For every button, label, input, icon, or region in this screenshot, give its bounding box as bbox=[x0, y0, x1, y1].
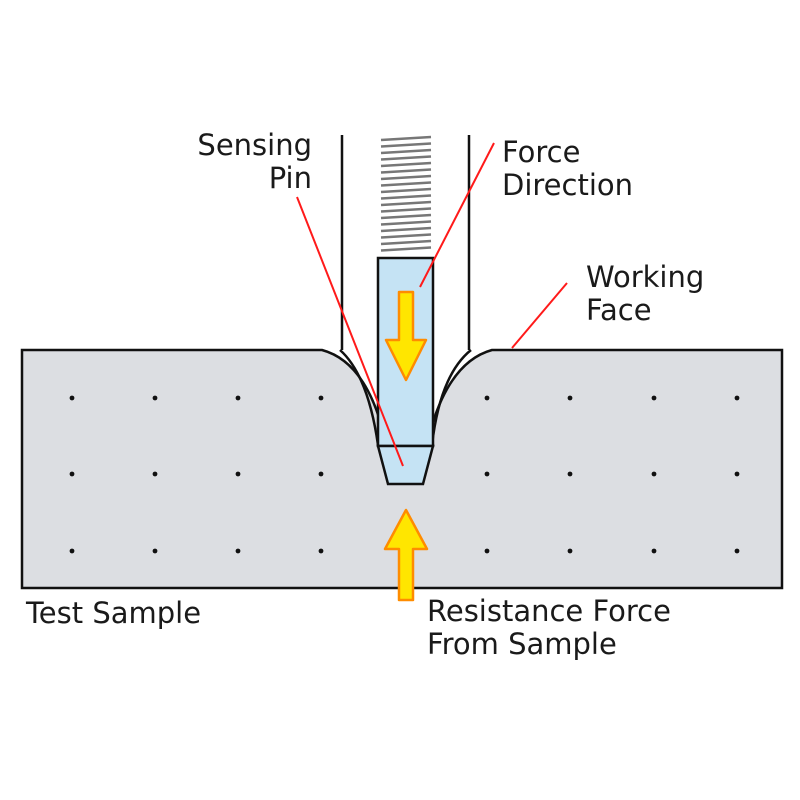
resistance-force-label-line2: From Sample bbox=[427, 627, 617, 661]
spring-coil bbox=[380, 142, 432, 148]
spring-coil bbox=[380, 246, 432, 252]
sample-dot bbox=[235, 471, 241, 477]
spring-coil bbox=[380, 174, 432, 181]
spring-coil bbox=[380, 187, 432, 194]
sensing-pin-label-line2: Pin bbox=[269, 161, 312, 195]
working-face-leader bbox=[511, 282, 568, 349]
force-direction-label-line1: Force bbox=[502, 135, 580, 169]
sensing-pin-label-line1: Sensing bbox=[197, 128, 312, 162]
resistance-force-label-line1: Resistance Force bbox=[427, 594, 671, 628]
sample-dot bbox=[235, 548, 241, 554]
sample-dot bbox=[318, 471, 324, 477]
sensing-pin-tip bbox=[376, 444, 435, 486]
test-sample-label: Test Sample bbox=[25, 596, 201, 630]
sample-dot bbox=[734, 395, 740, 401]
resistance-force-arrow bbox=[383, 508, 429, 602]
spring-coil bbox=[380, 155, 432, 161]
spring-coil bbox=[380, 220, 432, 226]
spring-coil bbox=[380, 207, 432, 213]
spring-coil bbox=[380, 148, 432, 155]
sample-dot bbox=[651, 471, 657, 477]
spring-coil bbox=[380, 200, 432, 207]
spring-coil bbox=[380, 161, 432, 168]
working-face-label-line2: Face bbox=[586, 293, 652, 327]
sample-dots bbox=[69, 395, 740, 554]
working-face-label-line1: Working bbox=[586, 260, 704, 294]
sample-dot bbox=[567, 548, 573, 554]
sample-dot bbox=[69, 395, 75, 401]
sample-dot bbox=[734, 471, 740, 477]
sensing-pin-leader bbox=[296, 196, 404, 467]
working-face-curve-left bbox=[339, 349, 380, 446]
sample-dot bbox=[734, 548, 740, 554]
sample-dot bbox=[651, 395, 657, 401]
sample-dot bbox=[484, 548, 490, 554]
spring-coil bbox=[380, 168, 432, 174]
force-direction-label-line2: Direction bbox=[502, 168, 633, 202]
spring-coil bbox=[380, 194, 432, 200]
sample-dot bbox=[318, 395, 324, 401]
spring-coil bbox=[380, 135, 432, 142]
spring-coil bbox=[380, 181, 432, 187]
sample-dot bbox=[69, 471, 75, 477]
sample-dot bbox=[484, 395, 490, 401]
sample-dot bbox=[235, 395, 241, 401]
sample-dot bbox=[69, 548, 75, 554]
sample-dot bbox=[318, 548, 324, 554]
spring bbox=[380, 135, 432, 252]
sample-dot bbox=[152, 548, 158, 554]
spring-coil bbox=[380, 239, 432, 246]
sample-dot bbox=[567, 395, 573, 401]
sample-dot bbox=[152, 471, 158, 477]
force-direction-arrow bbox=[384, 290, 428, 382]
force-direction-leader bbox=[419, 142, 495, 288]
sample-dot bbox=[152, 395, 158, 401]
sample-dot bbox=[484, 471, 490, 477]
sample-dot bbox=[567, 471, 573, 477]
spring-coil bbox=[380, 213, 432, 220]
sample-dot bbox=[651, 548, 657, 554]
spring-coil bbox=[380, 226, 432, 233]
spring-coil bbox=[380, 233, 432, 239]
